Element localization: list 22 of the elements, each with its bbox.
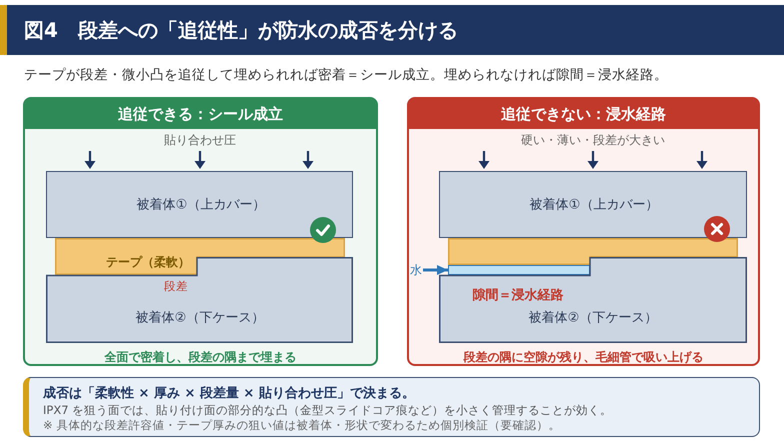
panel [23, 97, 378, 366]
panel-heading: 追従できない：浸水経路 [409, 99, 758, 129]
pressure-label: 貼り合わせ圧 [164, 133, 236, 147]
step-label: 段差 [164, 280, 188, 294]
note-text: IPX7 を狙う面では、貼り付け面の部分的な凸（金型スライドコア痕など）を小さく管理することが効く。 [43, 404, 612, 418]
upper-cover-plate: 被着体①（上カバー） [439, 171, 747, 238]
flow-arrow [423, 265, 448, 275]
note-footnote: ※ 具体的な段差許容値・テープ厚みの狙い値は被着体・形状で変わるため個別検証（要確認）。 [43, 419, 560, 432]
panel-heading: 追従できる：シール成立 [25, 99, 376, 129]
figure-title: 図4 段差への「追従性」が防水の成否を分ける [24, 17, 458, 44]
panel-caption: 段差の隅に空隙が残り、毛細管で吸い上げる [464, 350, 704, 364]
condition-label: 硬い・薄い・段差が大きい [521, 133, 665, 147]
note-heading: 成否は「柔軟性 × 厚み × 段差量 × 貼り合わせ圧」で決まる。 [43, 386, 415, 401]
tape-layer: テープ（柔軟） [55, 238, 345, 275]
gap-label: 隙間＝浸水経路 [472, 288, 564, 303]
panel [407, 97, 760, 366]
panel-caption: 全面で密着し、段差の隅まで埋まる [104, 350, 296, 364]
gap-channel [448, 265, 590, 275]
upper-cover-plate: 被着体①（上カバー） [46, 171, 353, 238]
subtitle: テープが段差・微小凸を追従して埋められれば密着＝シール成立。埋められなければ隙間＝浸水経路。 [24, 68, 668, 84]
note-panel [23, 377, 760, 437]
water-label: 水 [410, 263, 422, 277]
